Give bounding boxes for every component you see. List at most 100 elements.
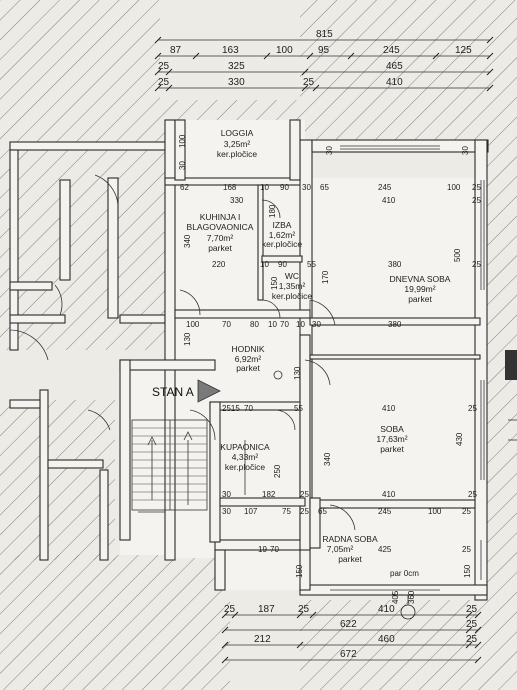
dim-25f: 25	[300, 490, 309, 499]
staircase	[131, 419, 208, 513]
room-area: 7,05m²	[327, 544, 354, 554]
room-name: KUHINJA I	[200, 212, 241, 222]
room-name: KUPAONICA	[220, 442, 270, 452]
dim-360: 360	[407, 590, 416, 604]
dim-bottom-3: 25	[298, 604, 310, 615]
room-bedroom: SOBA 17,63m² parket	[376, 424, 407, 454]
dim-25i: 25	[462, 507, 471, 516]
dim-80: 80	[250, 320, 259, 329]
dim-top-7: 25	[158, 61, 170, 72]
dim-100b: 100	[178, 134, 187, 148]
room-floor: parket	[208, 243, 232, 253]
room-area: 17,63m²	[376, 434, 407, 444]
dim-65a: 65	[320, 183, 329, 192]
dim-bottom-1: 25	[224, 604, 236, 615]
dim-bottom-5: 25	[466, 604, 478, 615]
room-floor: parket	[380, 444, 404, 454]
dim-10b: 10	[260, 260, 269, 269]
dim-340a: 340	[183, 234, 192, 248]
dim-2515: 2515	[222, 404, 240, 413]
dim-top-6: 125	[455, 45, 472, 56]
dim-bottom-6: 622	[340, 619, 357, 630]
dim-30h: 30	[461, 146, 470, 155]
dim-25e: 25	[468, 404, 477, 413]
dim-90b: 90	[278, 260, 287, 269]
dim-150a: 150	[270, 276, 279, 290]
dim-10a: 10	[260, 183, 269, 192]
bottom-dimensions: 25 187 25 410 25 622 25 212 460 25 672	[221, 604, 482, 664]
dim-10c: 10	[268, 320, 277, 329]
room-name: IZBA	[273, 220, 292, 230]
dim-top-2: 163	[222, 45, 239, 56]
dim-55b: 55	[294, 404, 303, 413]
dim-top-1: 87	[170, 45, 182, 56]
dim-25h: 25	[300, 507, 309, 516]
dim-30a: 30	[302, 183, 311, 192]
dim-25j: 25	[462, 545, 471, 554]
level-marker: par 0cm 405 360	[390, 569, 419, 620]
dim-top-11: 330	[228, 77, 245, 88]
entrance-arrow-icon	[197, 379, 221, 403]
room-area: 1,35m²	[279, 281, 306, 291]
room-floor: parket	[338, 554, 362, 564]
dim-170: 170	[321, 270, 330, 284]
dim-500: 500	[453, 248, 462, 262]
dim-410b: 410	[382, 404, 396, 413]
room-name-2: BLAGOVAONICA	[187, 222, 254, 232]
room-floor: ker.pločice	[225, 462, 265, 472]
room-floor: ker.pločice	[217, 149, 257, 159]
dim-107: 107	[244, 507, 258, 516]
dim-70a: 70	[222, 320, 231, 329]
room-floor: ker.pločice	[272, 291, 312, 301]
room-bath: KUPAONICA 4,33m² ker.pločice	[220, 442, 270, 472]
room-loggia: LOGGIA 3,25m² ker.pločice	[217, 128, 257, 159]
dim-total-top: 815	[316, 29, 333, 40]
dim-30g: 30	[222, 507, 231, 516]
dim-245a: 245	[378, 183, 392, 192]
room-study: RADNA SOBA 7,05m² parket	[322, 534, 378, 564]
dim-70d: 70	[270, 545, 279, 554]
edge-marks	[505, 350, 517, 441]
dim-90a: 90	[280, 183, 289, 192]
room-area: 4,33m²	[232, 452, 259, 462]
dim-410a: 410	[382, 196, 396, 205]
dim-top-3: 100	[276, 45, 293, 56]
dim-150c: 150	[463, 564, 472, 578]
dim-bottom-9: 460	[378, 634, 395, 645]
room-name: HODNIK	[231, 344, 264, 354]
dim-25b: 25	[472, 196, 481, 205]
dim-top-8: 325	[228, 61, 245, 72]
room-area: 7,70m²	[207, 233, 234, 243]
dim-25c: 25	[472, 260, 481, 269]
dim-19: 19	[258, 545, 267, 554]
dim-380a: 380	[388, 260, 402, 269]
room-name: SOBA	[380, 424, 404, 434]
dim-30c: 30	[325, 146, 334, 155]
windows	[330, 145, 485, 591]
dim-250: 250	[273, 464, 282, 478]
room-area: 6,92m²	[235, 354, 262, 364]
dim-100d: 100	[428, 507, 442, 516]
dim-55a: 55	[307, 260, 316, 269]
dim-70b: 70	[280, 320, 289, 329]
dim-410c: 410	[382, 490, 396, 499]
dim-130b: 130	[293, 366, 302, 380]
inner-dimensions: 62 168 10 90 30 65 245 100 25 330 410 25…	[178, 134, 481, 578]
dim-25a: 25	[472, 183, 481, 192]
level-label: par 0cm	[390, 569, 419, 578]
interior-walls	[119, 184, 481, 551]
dim-30f: 30	[222, 490, 231, 499]
neighbour-walls	[9, 141, 166, 561]
dim-330: 330	[230, 196, 244, 205]
room-kitchen: KUHINJA I BLAGOVAONICA 7,70m² parket	[187, 212, 254, 253]
dim-430: 430	[455, 432, 464, 446]
dim-top-5: 245	[383, 45, 400, 56]
dim-30b: 30	[178, 161, 187, 170]
dim-bottom-2: 187	[258, 604, 275, 615]
dim-70c: 70	[244, 404, 253, 413]
dim-25g: 25	[468, 490, 477, 499]
stan-label: STAN A	[152, 385, 194, 399]
room-floor: parket	[408, 294, 432, 304]
room-izba: IZBA 1,62m² ker.pločice	[262, 220, 302, 249]
